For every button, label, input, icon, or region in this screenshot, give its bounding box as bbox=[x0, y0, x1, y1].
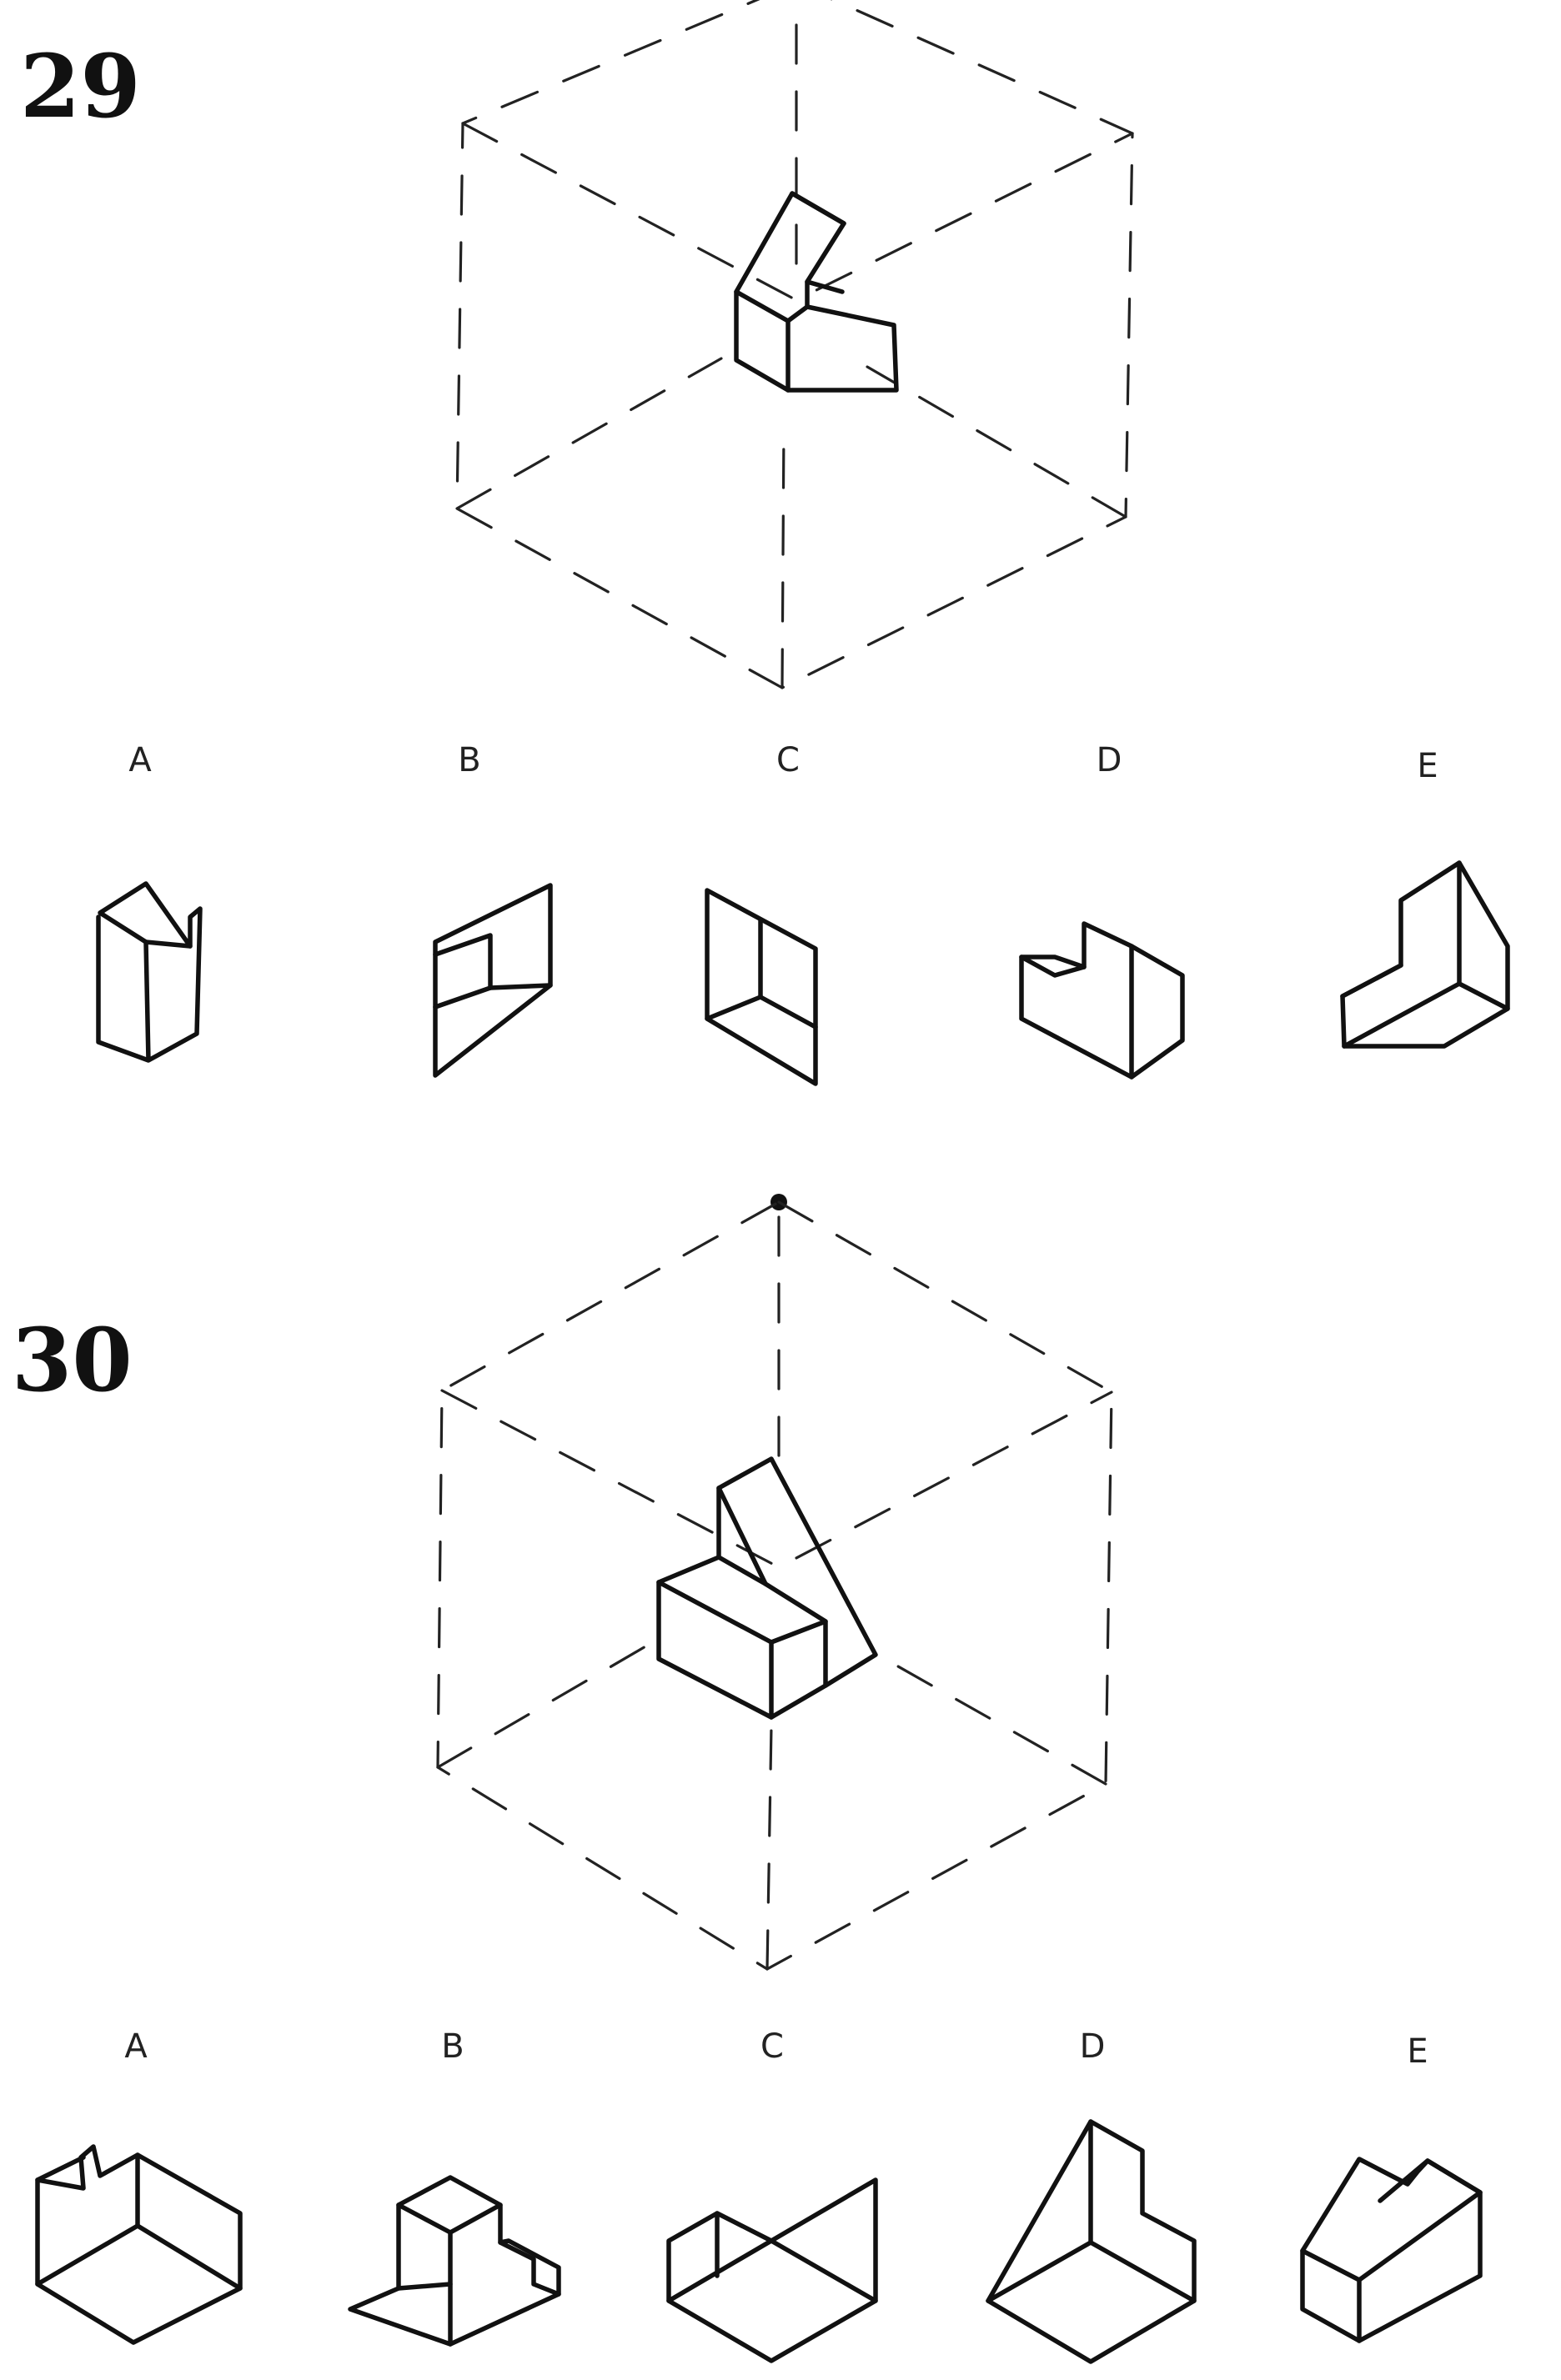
option-b[interactable] bbox=[348, 2175, 561, 2347]
option-c[interactable] bbox=[705, 888, 818, 1086]
option-c[interactable] bbox=[666, 2177, 878, 2363]
cube-front-edge bbox=[765, 1724, 773, 1971]
option-label-c: C bbox=[760, 2027, 784, 2066]
cube-outline bbox=[436, 1200, 1113, 1971]
option-e[interactable] bbox=[1340, 860, 1510, 1049]
reference-cube bbox=[436, 1194, 1113, 1971]
option-label-a: A bbox=[124, 2027, 148, 2066]
cube-right-edge bbox=[891, 1661, 1107, 1786]
option-a[interactable] bbox=[35, 2144, 243, 2345]
reference-cube bbox=[455, 0, 1134, 689]
question-29: 29 A B C D E bbox=[20, 0, 1510, 1086]
option-label-e: E bbox=[1417, 747, 1438, 785]
option-label-b: B bbox=[441, 2027, 464, 2066]
option-a[interactable] bbox=[96, 881, 203, 1063]
cube-left-edge bbox=[455, 357, 723, 510]
cube-back-edges bbox=[461, 122, 1134, 302]
cube-front-edge bbox=[780, 423, 786, 689]
question-number: 29 bbox=[20, 35, 141, 138]
cube-back-edges bbox=[440, 1389, 1113, 1569]
cube-outline bbox=[455, 0, 1134, 689]
option-e[interactable] bbox=[1300, 2157, 1483, 2343]
option-label-d: D bbox=[1097, 741, 1122, 779]
target-object bbox=[656, 1456, 878, 1720]
cube-left-edge bbox=[436, 1632, 669, 1769]
option-d[interactable] bbox=[1019, 921, 1185, 1080]
cube-right-edge bbox=[866, 365, 1127, 519]
target-object bbox=[734, 191, 899, 393]
option-label-c: C bbox=[776, 741, 800, 779]
option-b[interactable] bbox=[433, 883, 553, 1078]
option-d[interactable] bbox=[986, 2119, 1197, 2364]
option-label-b: B bbox=[458, 741, 480, 779]
question-30: 30 A B C D E bbox=[12, 1194, 1483, 2364]
option-label-d: D bbox=[1080, 2027, 1106, 2066]
question-number: 30 bbox=[12, 1309, 133, 1411]
option-label-a: A bbox=[128, 741, 152, 779]
option-label-e: E bbox=[1407, 2032, 1428, 2071]
